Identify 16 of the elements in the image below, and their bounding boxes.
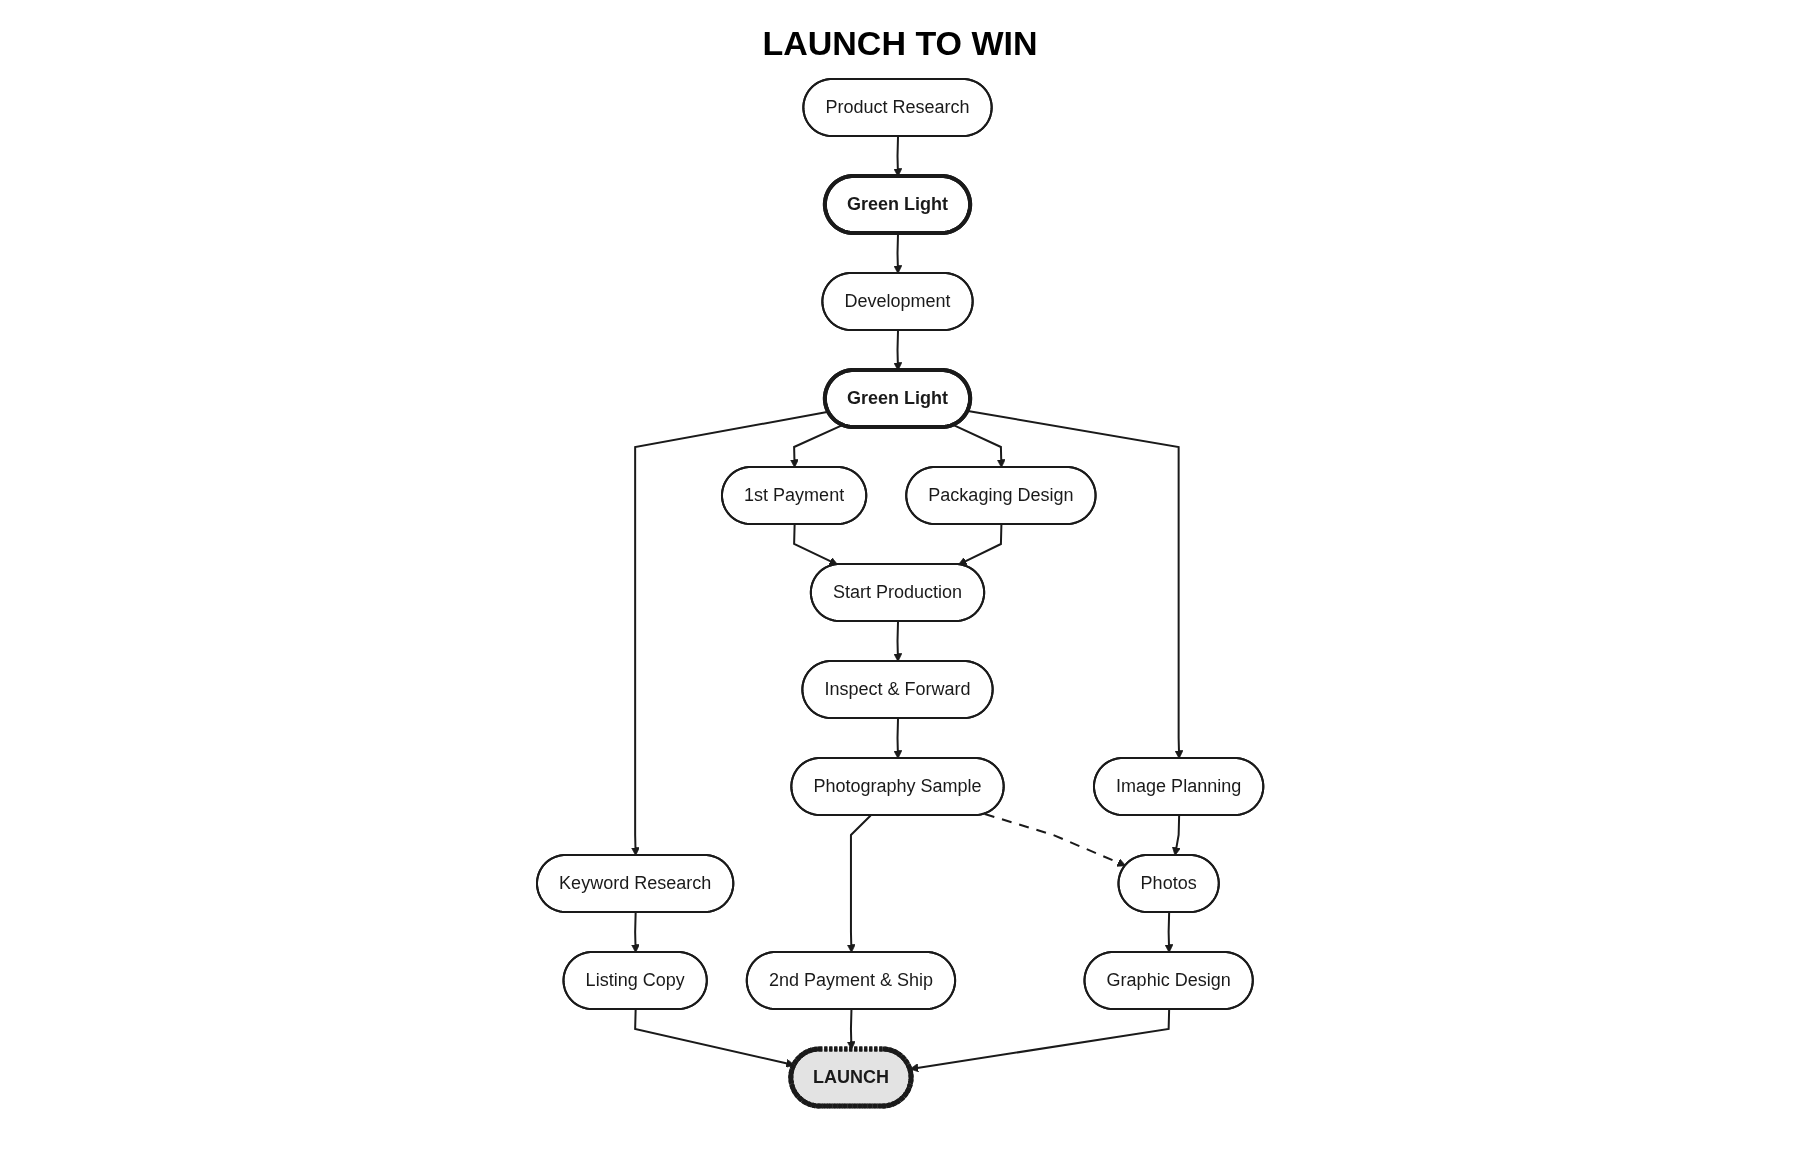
arrow — [630, 911, 640, 953]
diagram-title: LAUNCH TO WIN — [761, 24, 1039, 63]
arrow — [893, 329, 903, 371]
arrow — [909, 1008, 1170, 1073]
arrow — [1171, 814, 1181, 856]
arrow — [846, 814, 872, 953]
arrow — [983, 813, 1126, 867]
arrow — [893, 135, 903, 177]
arrow — [893, 620, 903, 662]
arrow — [893, 717, 903, 759]
arrow — [1164, 911, 1174, 953]
arrow — [958, 523, 1003, 566]
arrow — [792, 523, 838, 566]
arrow — [952, 424, 1006, 468]
arrow — [789, 424, 844, 468]
arrow — [966, 410, 1184, 759]
